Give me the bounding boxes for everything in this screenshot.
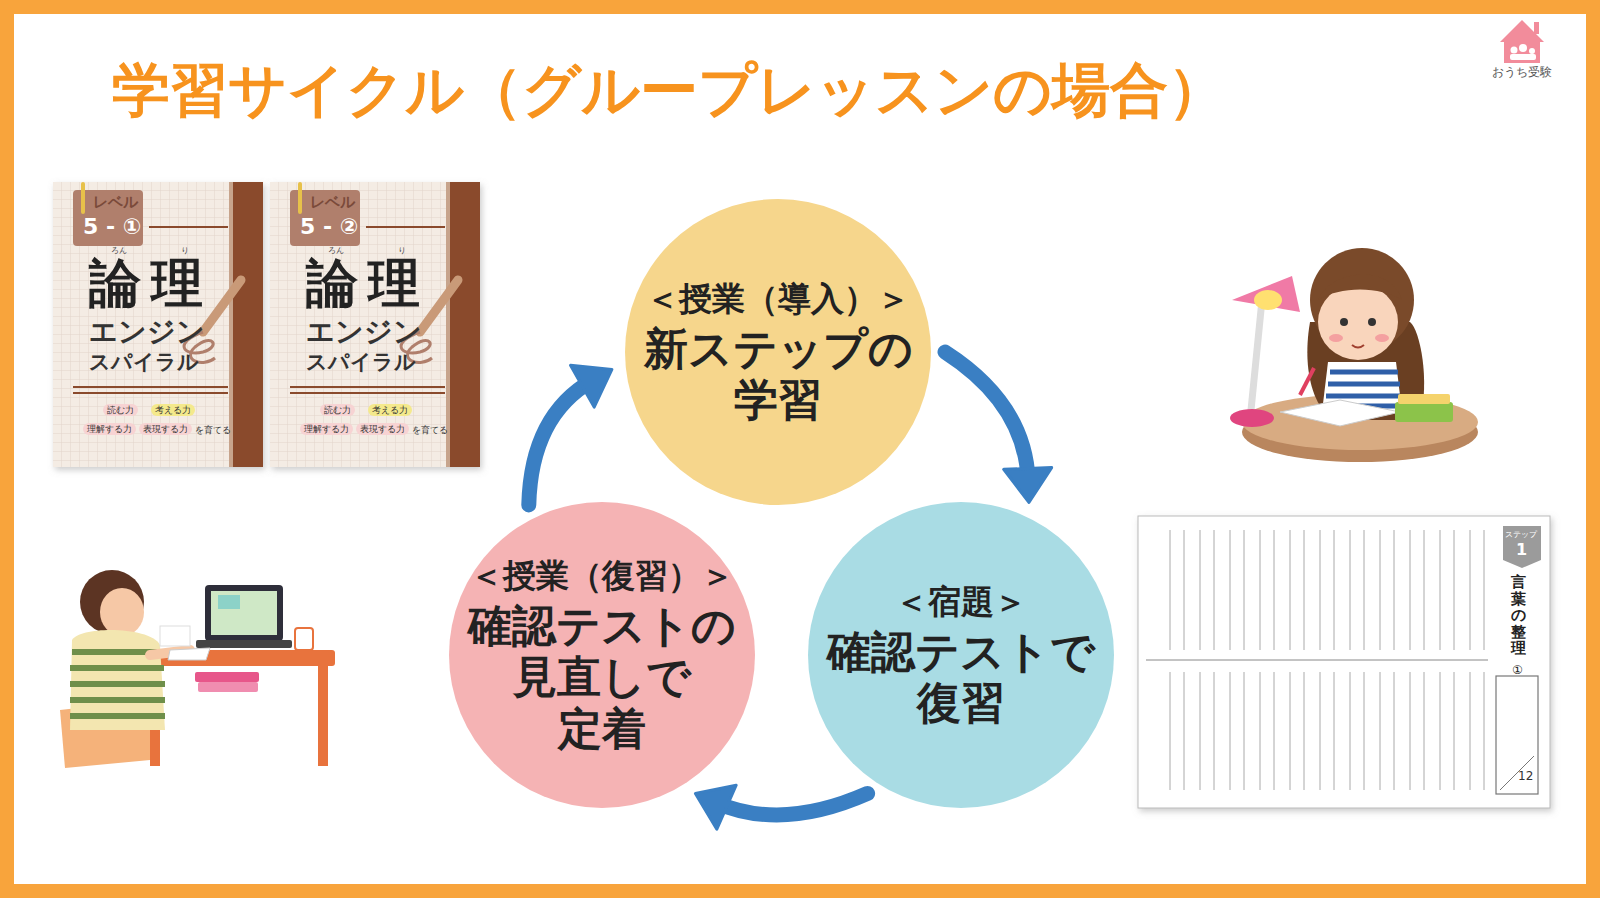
cover: [270, 182, 480, 467]
circle-content: ＜授業（導入）＞新ステップの 学習: [625, 199, 931, 505]
skill-tag: 読む力: [320, 404, 355, 416]
skill-tag: 理解する力: [300, 423, 353, 435]
step-tag: ステップ: [1505, 530, 1537, 539]
arrow-line: [716, 793, 868, 815]
level-number: 5 - ①: [83, 214, 141, 239]
cycle-circle: ＜授業（復習）＞確認テストの 見直しで 定着: [449, 502, 755, 808]
skill-tag: 読む力: [103, 404, 138, 416]
cycle-arrow: [695, 785, 867, 829]
step-heading: ＜授業（復習）＞: [470, 555, 734, 598]
circle-content: ＜宿題＞確認テストで 復習: [808, 502, 1114, 808]
level-number: 5 - ②: [300, 214, 358, 239]
book-covers: [53, 182, 480, 467]
book-title: スパイラル: [89, 350, 199, 374]
cover: [53, 182, 263, 467]
clip: [298, 184, 302, 212]
rules: [73, 227, 228, 393]
arrow-line: [529, 380, 593, 505]
cycle-arrow: [945, 352, 1052, 502]
circle-fill: [449, 502, 755, 808]
worksheet-lines: [1170, 530, 1484, 790]
arrow-head: [695, 785, 736, 829]
spine-edge: [446, 182, 450, 467]
step-text: 確認テストで 復習: [826, 626, 1097, 730]
skill-tag: 考える力: [368, 404, 412, 416]
skill-note: を育てる: [412, 425, 448, 435]
logo-house: [1500, 20, 1544, 63]
skill-tag: 表現する力: [356, 423, 409, 435]
skill-tag: 理解する力: [83, 423, 136, 435]
book-title: 論理: [306, 254, 430, 314]
answer-columns: [1170, 530, 1484, 790]
step-text: 新ステップの 学習: [643, 323, 914, 427]
logo-text: おうち受験: [1492, 66, 1552, 80]
book-title: スパイラル: [306, 350, 416, 374]
level-label: レベル: [310, 194, 355, 211]
book-title: 論理: [89, 254, 213, 314]
level-label: レベル: [93, 194, 138, 211]
arrow-head: [1004, 468, 1052, 503]
worksheet-number: ①: [1512, 664, 1523, 678]
book-cover: [53, 182, 263, 467]
cycle-circle: ＜宿題＞確認テストで 復習: [808, 502, 1114, 808]
spine: [233, 182, 263, 467]
step-number: 1: [1516, 541, 1527, 559]
skill-note: を育てる: [195, 425, 231, 435]
arrow-head: [571, 365, 612, 407]
spine: [450, 182, 480, 467]
girl-studying: [1230, 248, 1478, 462]
arrow-line: [945, 352, 1028, 480]
title: 学習サイクル（グループレッスンの場合）: [112, 52, 1226, 130]
step-heading: ＜宿題＞: [895, 581, 1027, 624]
person-laptop: [60, 570, 335, 768]
skill-tag: 考える力: [151, 404, 195, 416]
step-text: 確認テストの 見直しで 定着: [467, 600, 738, 756]
spine-edge: [229, 182, 233, 467]
rules: [290, 227, 445, 393]
book-title: エンジン: [89, 316, 205, 348]
book-title: エンジン: [306, 316, 422, 348]
step-heading: ＜授業（導入）＞: [646, 278, 910, 321]
cycle-circle: ＜授業（導入）＞新ステップの 学習: [625, 199, 931, 505]
circle-fill: [625, 199, 931, 505]
score: 12: [1518, 770, 1533, 784]
circle-content: ＜授業（復習）＞確認テストの 見直しで 定着: [449, 502, 755, 808]
test-worksheet: [1138, 516, 1550, 808]
skill-tag: 表現する力: [139, 423, 192, 435]
worksheet-title: 言葉の整理: [1511, 574, 1526, 657]
clip: [81, 184, 85, 212]
cycle-arrow: [529, 365, 612, 505]
book-cover: [270, 182, 480, 467]
circle-fill: [808, 502, 1114, 808]
